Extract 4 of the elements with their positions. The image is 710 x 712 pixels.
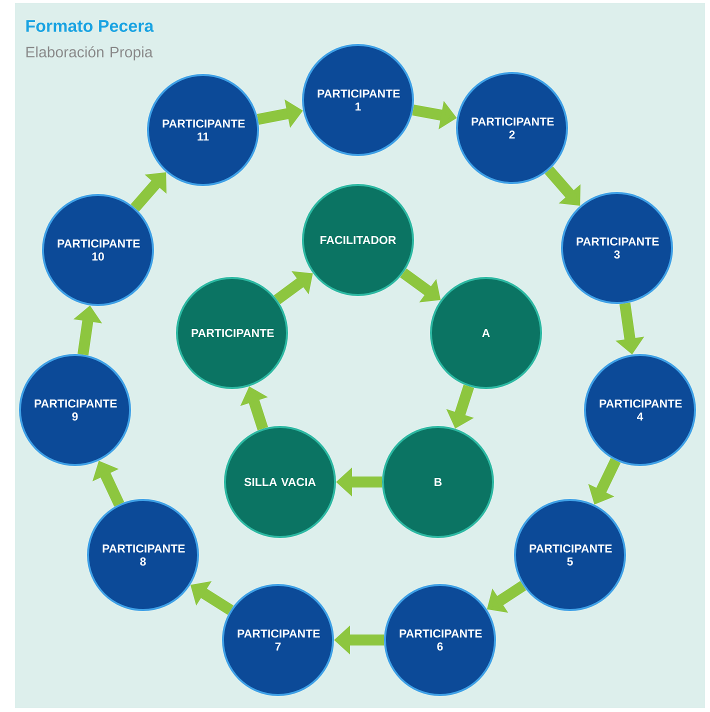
- arrow: [130, 172, 166, 212]
- title: Formato Pecera: [26, 20, 154, 32]
- arrow: [544, 166, 581, 206]
- subtitle: Elaboración Propia: [26, 46, 153, 60]
